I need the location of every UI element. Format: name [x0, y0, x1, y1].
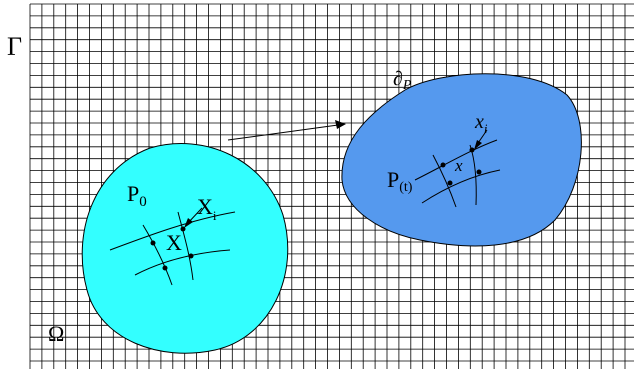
x-small-label: x — [455, 156, 463, 175]
pointer-xi-def — [474, 129, 488, 150]
x-capital-label: X — [166, 230, 182, 255]
deformed-material-lines — [414, 139, 501, 208]
xi-small-main: x — [475, 111, 484, 133]
boundary-partial: ∂ — [393, 68, 403, 90]
deformed-body-pt — [341, 73, 582, 247]
mapping-arrow — [227, 120, 346, 141]
reference-points — [150, 226, 194, 271]
reference-material-lines — [109, 211, 236, 286]
xi-capital-main: X — [197, 194, 213, 219]
pt-label-sub: (t) — [399, 180, 413, 195]
xi-small-sub: i — [483, 121, 488, 136]
pointer-xi-ref — [184, 207, 203, 228]
pt-label: P(t) — [387, 167, 412, 195]
p0-label-main: P — [127, 181, 140, 206]
xi-small-label: xi — [475, 111, 488, 135]
reference-body-p0 — [81, 143, 289, 354]
xi-capital-label: Xi — [197, 194, 217, 223]
p0-label: P0 — [127, 181, 147, 210]
boundary-label: ∂P — [393, 68, 411, 93]
xi-capital-sub: i — [212, 208, 217, 223]
deformed-points — [440, 147, 482, 186]
omega-label: Ω — [48, 321, 65, 346]
gamma-label: Γ — [7, 32, 23, 61]
boundary-p: P — [402, 78, 412, 93]
pt-label-main: P — [387, 167, 400, 192]
p0-label-sub: 0 — [139, 194, 147, 210]
